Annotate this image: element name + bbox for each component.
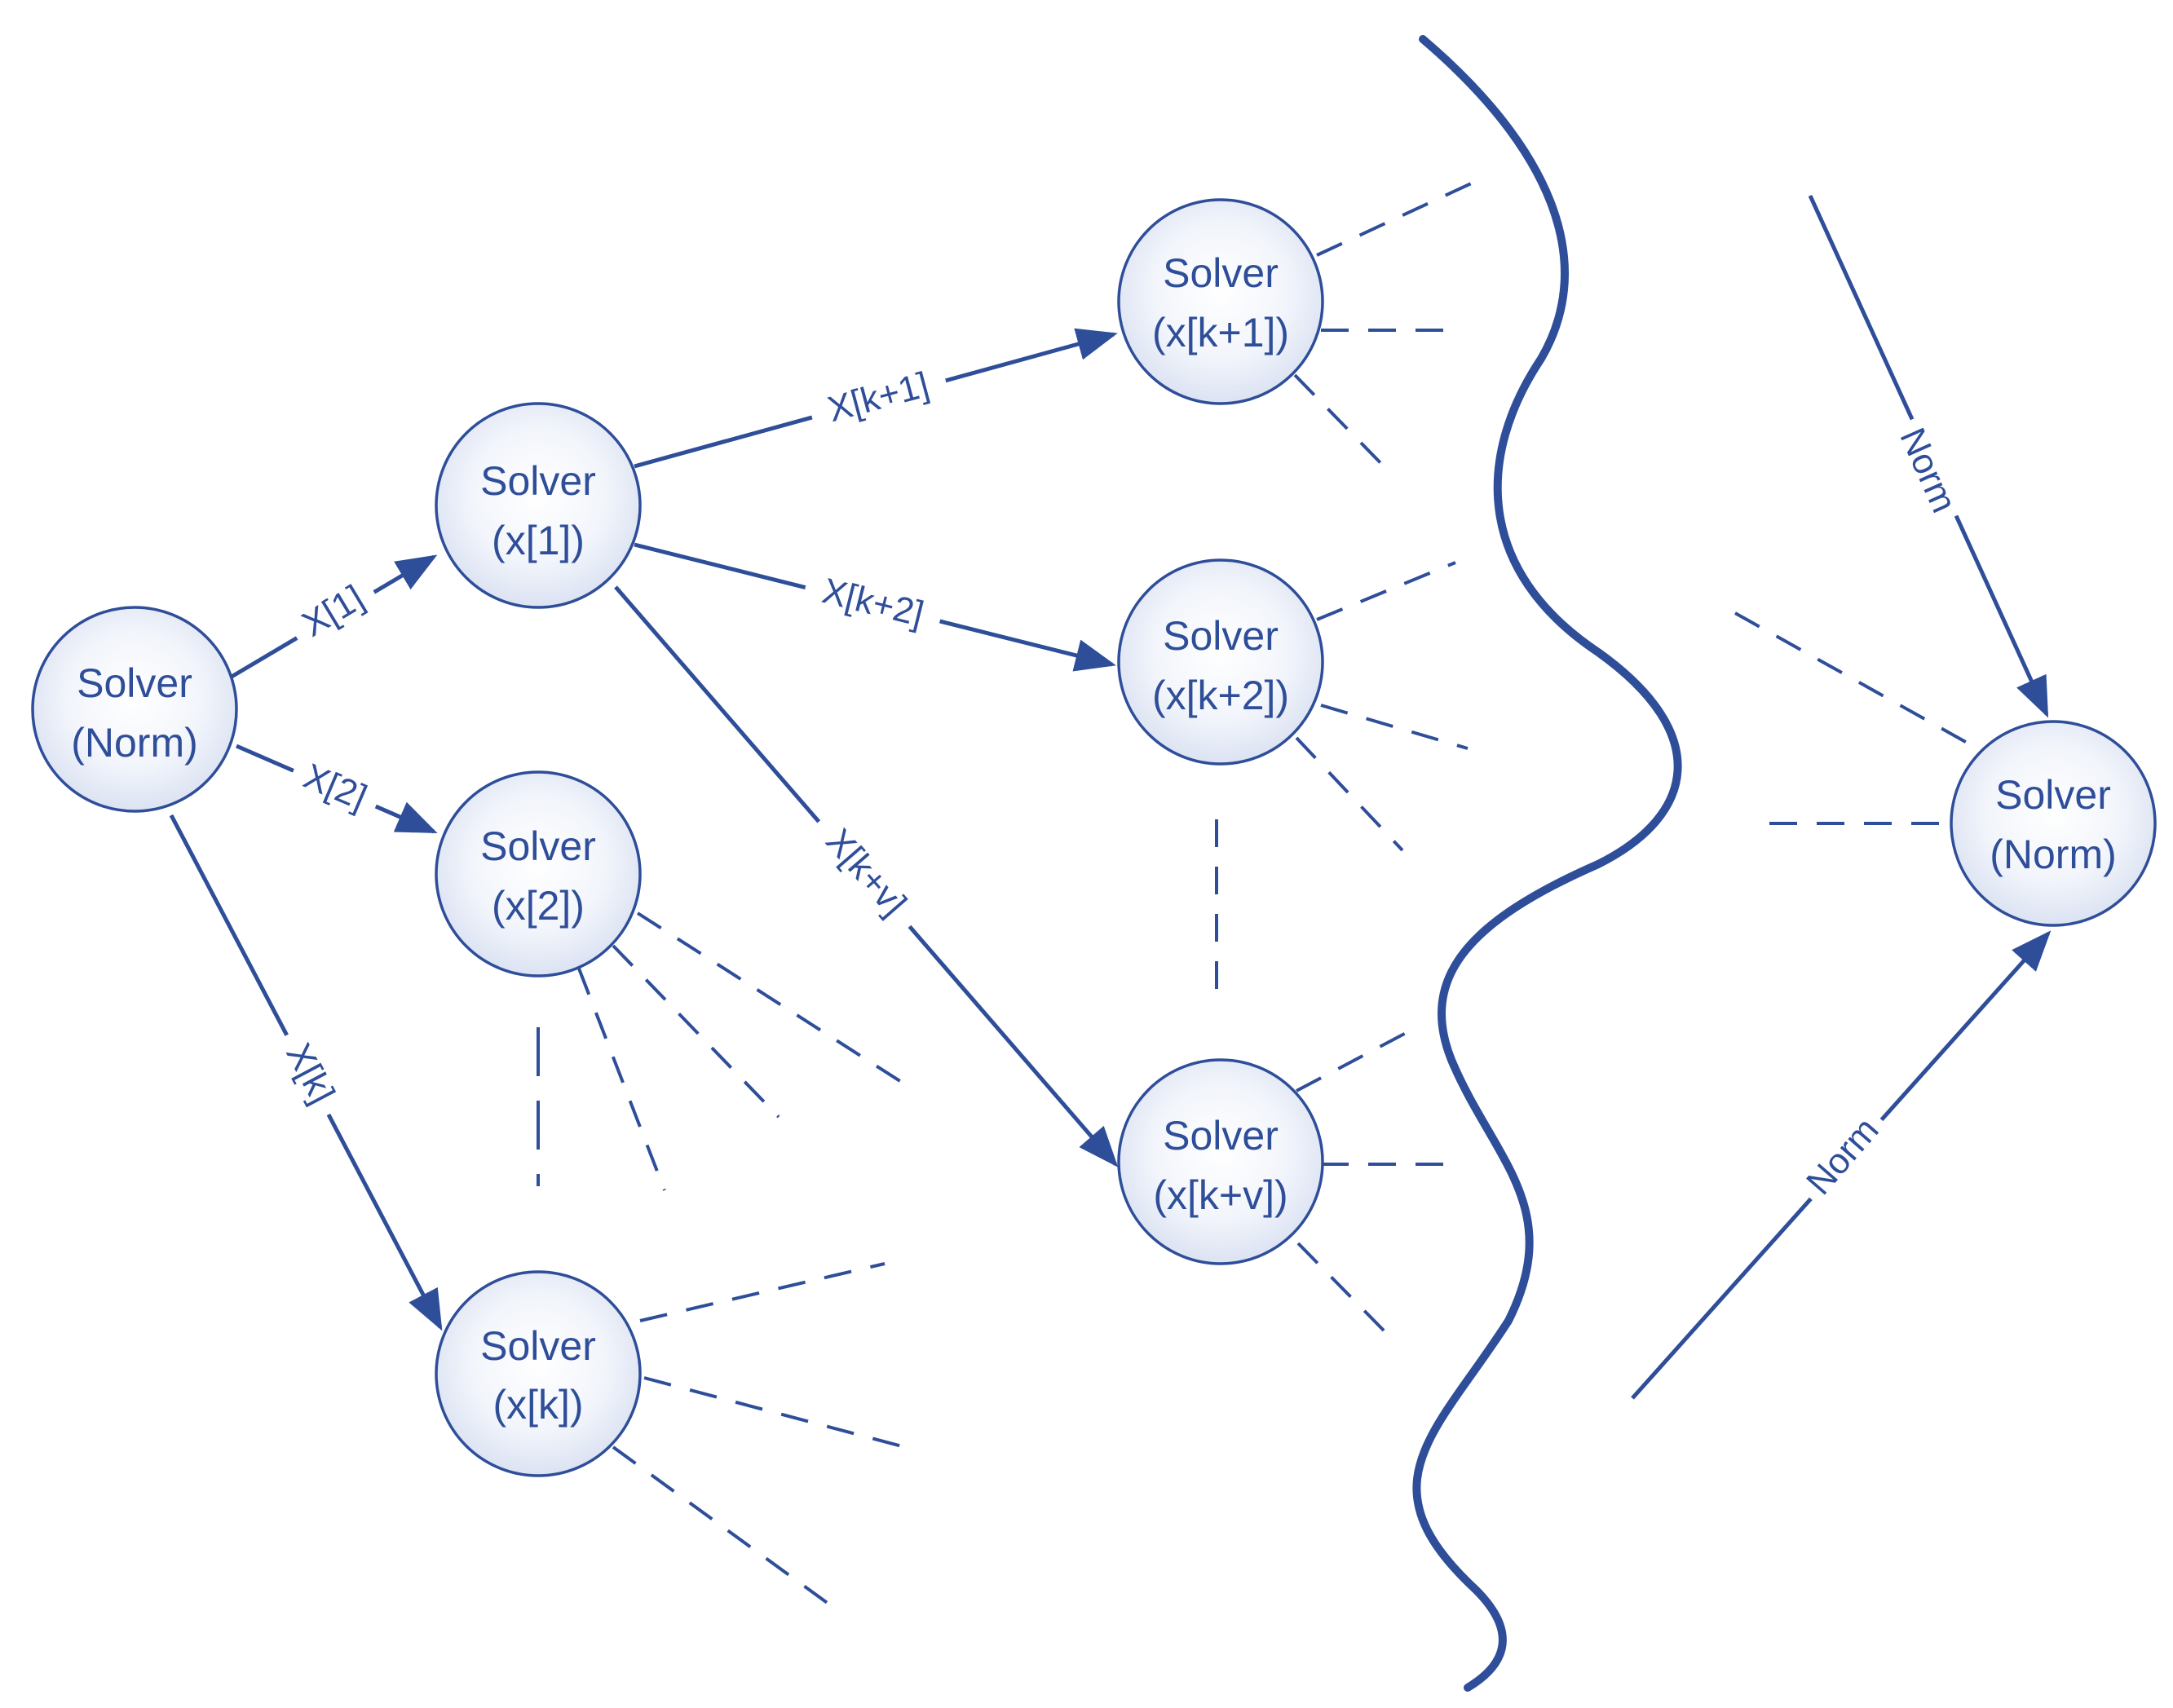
dash-xk-3 [612, 1445, 833, 1608]
label-norm-bottom: Norm [1793, 1103, 1896, 1212]
node-final-line2: (Norm) [1990, 832, 2117, 877]
dash-xkv-3 [1296, 1242, 1388, 1335]
node-xk2-line1: Solver [1163, 613, 1279, 659]
dash-xk1-3 [1293, 373, 1392, 474]
dash-xkv-1 [1296, 1030, 1410, 1092]
node-x2-line1: Solver [480, 823, 596, 869]
node-root-line2: (Norm) [71, 720, 198, 766]
node-xk2: Solver (x[k+2]) [1117, 558, 1324, 766]
node-x1-line2: (x[1]) [492, 518, 585, 563]
label-root-x1: X[1] [285, 572, 384, 655]
node-xkv-line2: (x[k+v]) [1153, 1172, 1287, 1218]
node-x2: Solver (x[2]) [435, 770, 642, 978]
node-xk: Solver (x[k]) [435, 1270, 642, 1477]
node-x1: Solver (x[1]) [435, 402, 642, 609]
dash-xk2-1 [1316, 561, 1456, 621]
label-norm-top: Norm [1884, 414, 1968, 528]
dash-xk-2 [643, 1376, 906, 1449]
node-root-line1: Solver [77, 660, 192, 706]
divider-wave [1412, 35, 1682, 1692]
node-xk-line1: Solver [480, 1323, 596, 1369]
node-xk-line2: (x[k]) [492, 1382, 583, 1428]
node-xk1-line1: Solver [1163, 250, 1279, 296]
dash-final-1 [1734, 611, 1978, 750]
node-xk2-line2: (x[k+2]) [1152, 673, 1289, 718]
label-root-xk: X[k] [268, 1025, 348, 1124]
node-xkv-line1: Solver [1163, 1113, 1279, 1159]
dash-x2-3 [577, 968, 666, 1191]
node-final: Solver (Norm) [1950, 720, 2157, 927]
dash-xk2-2 [1320, 704, 1469, 750]
node-root: Solver (Norm) [31, 606, 238, 813]
label-x1-xkv: X[k+v] [802, 807, 926, 941]
node-xk1-line2: (x[k+1]) [1152, 310, 1289, 355]
node-xkv: Solver (x[k+v]) [1117, 1058, 1324, 1265]
dash-xk2-3 [1295, 736, 1404, 852]
dash-xk-1 [639, 1262, 886, 1322]
node-x2-line2: (x[2]) [492, 883, 585, 929]
label-root-x2: X[2] [285, 752, 384, 827]
node-x1-line1: Solver [480, 458, 596, 504]
dash-x2-1 [636, 911, 907, 1086]
dash-x2-2 [612, 944, 780, 1119]
node-xk1: Solver (x[k+1]) [1117, 198, 1324, 405]
label-x1-xk1: X[k+1] [806, 360, 952, 439]
node-final-line1: Solver [1995, 772, 2111, 818]
dash-xk1-1 [1316, 178, 1481, 257]
label-x1-xk2: X[k+2] [800, 567, 945, 642]
